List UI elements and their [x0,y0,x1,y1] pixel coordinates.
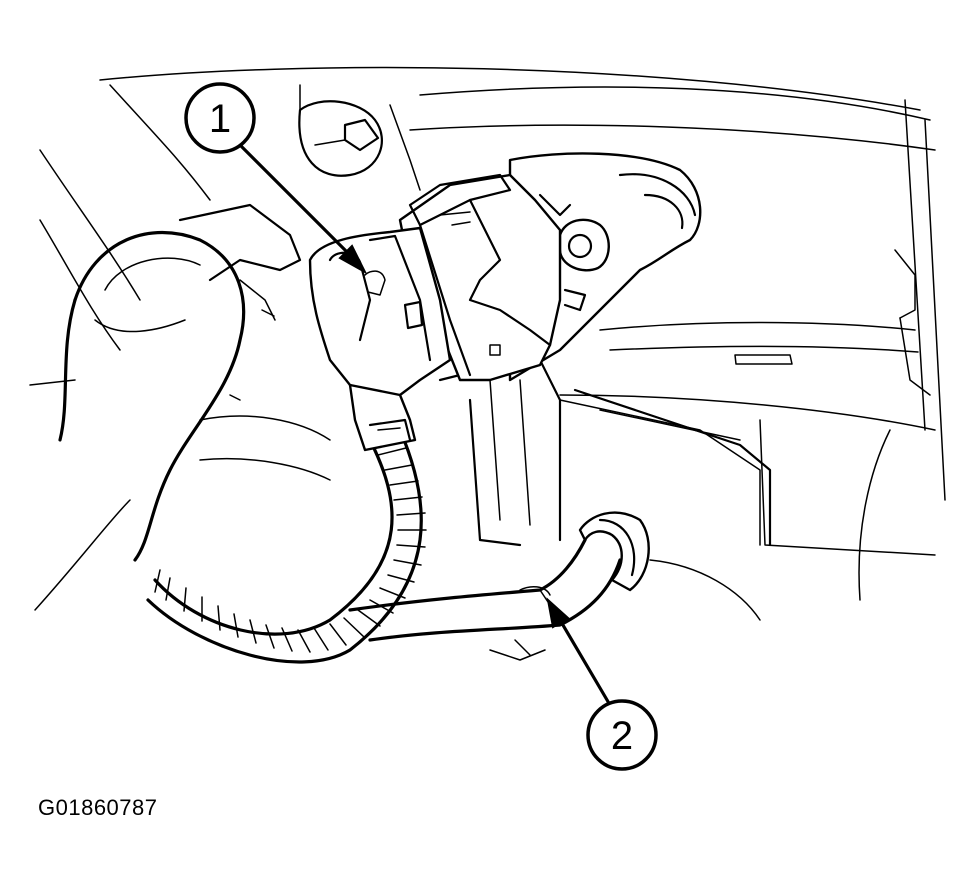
electrical-connector [308,226,452,452]
callout-1-leader-line [228,133,352,257]
callout-2-label: 2 [611,714,633,758]
callout-2-leader-line [558,618,612,707]
wiring-harness-loom [146,428,427,664]
callout-2-circle [586,699,658,771]
vacuum-hose [348,511,761,661]
callout-1-arrowhead [338,244,368,275]
callout-1-label: 1 [209,97,231,141]
callout-1: 1 [184,82,368,275]
figure-id-label: G01860787 [38,795,158,820]
callout-2-arrowhead [546,597,570,629]
callout-1-circle [184,82,256,154]
air-intake-hose [58,231,246,562]
callout-2: 2 [546,597,658,771]
